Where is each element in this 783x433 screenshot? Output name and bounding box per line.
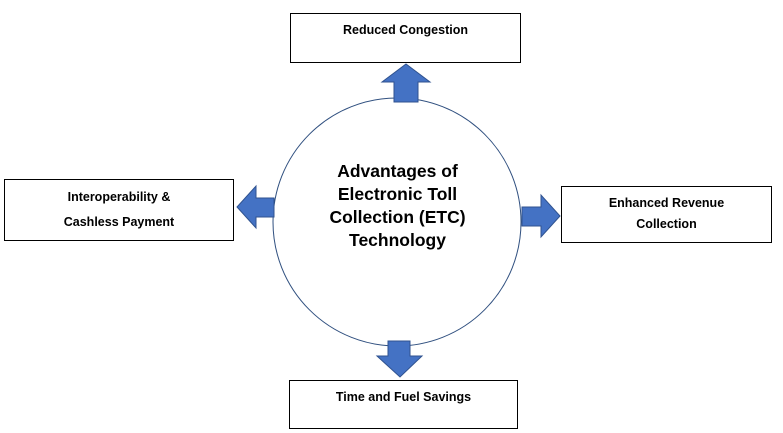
advantage-box-enhanced-revenue: Enhanced Revenue Collection <box>561 186 772 243</box>
arrow-up-icon <box>380 63 432 103</box>
center-title-line: Electronic Toll <box>337 184 458 204</box>
advantage-label: Time and Fuel Savings <box>335 390 472 404</box>
center-title-line: Technology <box>349 230 446 250</box>
arrow-down-icon <box>375 340 424 378</box>
center-title: Advantages of Electronic Toll Collection… <box>290 160 505 252</box>
advantage-label: Enhanced Revenue <box>608 196 725 210</box>
advantage-box-interoperability: Interoperability & Cashless Payment <box>4 179 234 241</box>
advantage-label: Cashless Payment <box>63 215 175 229</box>
center-title-line: Advantages of <box>337 161 458 181</box>
center-title-line: Collection (ETC) <box>329 207 466 227</box>
advantage-label: Interoperability & <box>67 190 171 204</box>
advantage-label: Collection <box>636 217 697 231</box>
arrow-left-icon <box>236 184 275 230</box>
arrow-right-icon <box>521 193 561 239</box>
advantage-box-reduced-congestion: Reduced Congestion <box>290 13 521 63</box>
advantage-box-time-fuel-savings: Time and Fuel Savings <box>289 380 518 429</box>
advantage-label: Reduced Congestion <box>342 23 468 37</box>
